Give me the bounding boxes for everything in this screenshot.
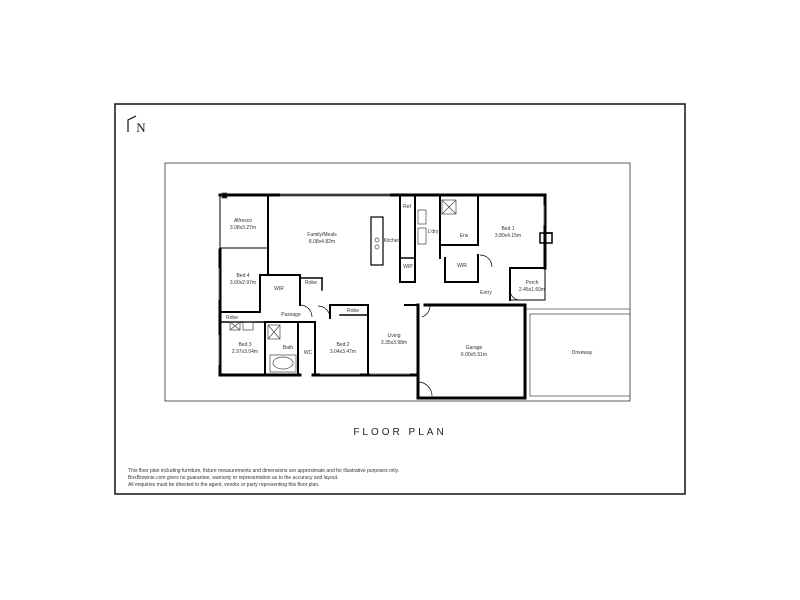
kitchen-name: Kitchen [384,238,401,244]
north-arrow-icon: N [127,115,146,135]
porch-dim: 2.45x1.60m [519,287,545,293]
wc-name: WC [304,350,313,356]
bed2-name: Bed 2 [336,342,349,348]
north-label: N [136,120,146,135]
disclaimer-line: All enquiries must be directed to the ag… [128,482,320,488]
bed4-name: Bed 4 [236,273,249,279]
bed3-name: Bed 3 [238,342,251,348]
porch-name: Porch [525,280,538,286]
door-swings [299,254,521,397]
wir4-name: WIR [274,286,284,292]
room-labels: Alfresco 3.08x3.27m Family/Meals 8.08x4.… [226,204,593,358]
garage-dim: 6.00x5.51m [461,352,487,358]
family-dim: 8.08x4.82m [309,239,335,245]
bed1-name: Bed 1 [501,226,514,232]
driveway-outline [529,313,631,397]
robe1-name: Robe [305,280,317,286]
family-name: Family/Meals [307,232,337,238]
disclaimer-text: This floor plan including furniture, fix… [128,468,399,489]
floor-plan-title: FLOOR PLAN [353,427,447,438]
fixtures [221,192,457,373]
site-boundary [164,162,631,402]
robe2-name: Robe [347,308,359,314]
disclaimer-line: This floor plan including furniture, fix… [128,468,400,474]
house-walls [218,193,553,400]
page-border [114,103,686,495]
bed3-dim: 2.97x3.04m [232,349,258,355]
bed2-dim: 3.04x3.47m [330,349,356,355]
wir1-name: WIR [457,263,467,269]
alfresco-dim: 3.08x3.27m [230,225,256,231]
alfresco-name: Alfresco [234,218,252,224]
wip-name: WIP [403,264,413,270]
ref-name: Ref [403,204,411,210]
bed1-dim: 3.80x4.15m [495,233,521,239]
bath-name: Bath [283,345,294,351]
driveway-name: Driveway [572,350,593,356]
laundry-name: L'dry [428,229,439,235]
windows [218,193,545,375]
disclaimer-line: BoxBrownie.com gives no guarantee, warra… [128,475,339,481]
living-name: Living [387,333,400,339]
passage-name: Passage [281,312,301,318]
entry-name: Entry [480,290,492,296]
garage-name: Garage [466,345,483,351]
robe3-name: Robe [226,315,238,321]
living-dim: 3.35x3.98m [381,340,407,346]
bed4-dim: 3.60x2.97m [230,280,256,286]
ensuite-name: Ens [460,233,469,239]
